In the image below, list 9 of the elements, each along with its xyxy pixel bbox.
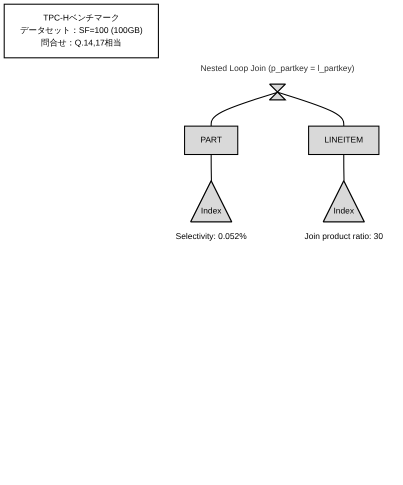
connector: [343, 154, 345, 182]
node-label: Nested Loop Join (p_partkey = l_partkey): [200, 64, 354, 74]
connector: [210, 154, 212, 182]
node-box: TPC-Hベンチマーク データセット：SF=100 (100GB) 問合せ：Q.14,17相当: [4, 4, 159, 58]
node-label: Selectivity: 0.052%: [176, 232, 247, 242]
node-label: Join product ratio: 30: [304, 232, 384, 242]
connector: [278, 92, 344, 126]
node-box: PART: [184, 126, 238, 156]
node-box: LINEITEM: [308, 126, 380, 156]
